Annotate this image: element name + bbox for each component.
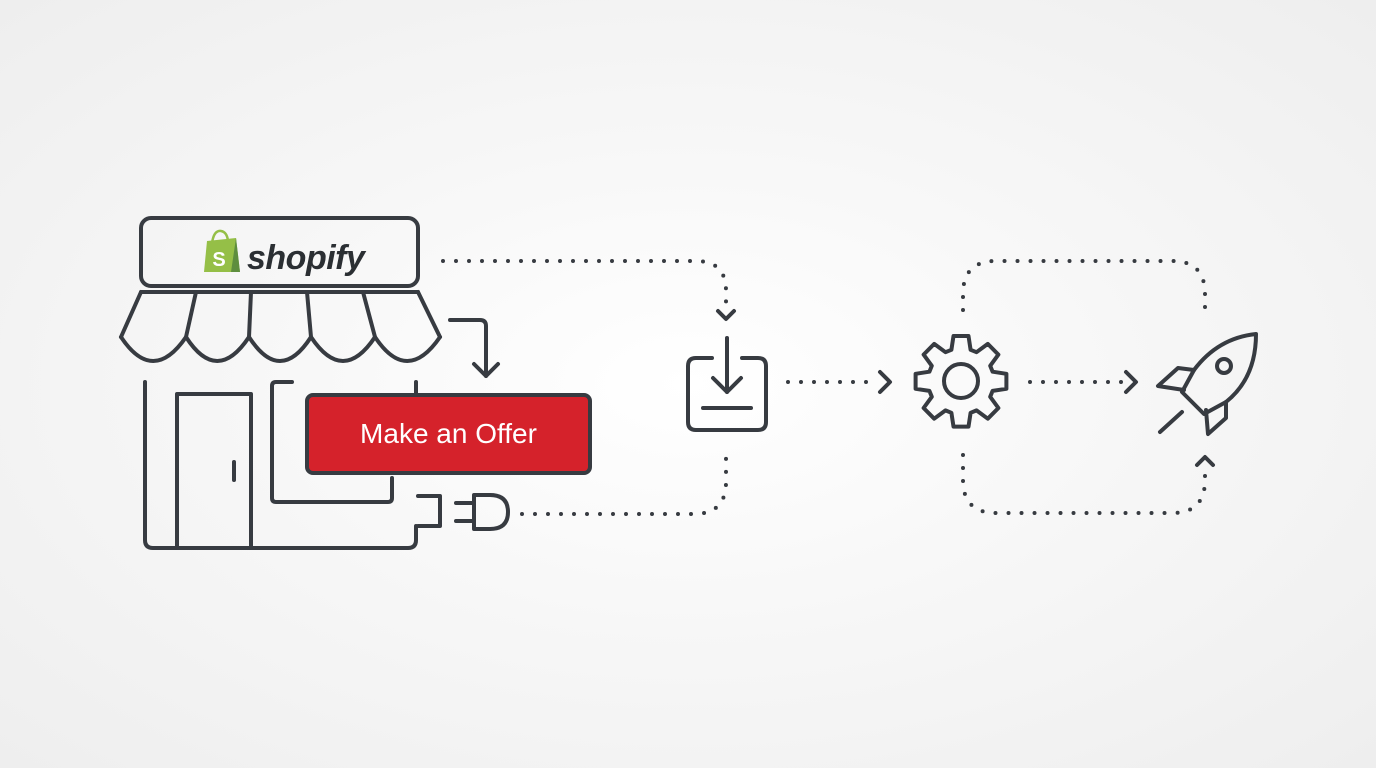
awning-scallops — [119, 335, 442, 363]
shopify-bag-icon: S — [204, 229, 240, 272]
store-window — [270, 380, 394, 504]
storefront-icon — [119, 216, 442, 550]
rocket-icon — [1156, 332, 1258, 436]
store-walls — [143, 380, 418, 550]
gear-icon — [913, 334, 1009, 429]
arrow-to-offer — [448, 318, 500, 378]
loop-bottom — [961, 453, 1207, 515]
connector-arrowhead — [716, 309, 736, 321]
connector-sign-to-download — [441, 259, 728, 307]
store-door — [175, 392, 253, 550]
svg-text:S: S — [212, 249, 225, 271]
loop-top — [961, 259, 1207, 312]
shopify-wordmark: shopify — [247, 239, 365, 277]
store-sign — [139, 216, 420, 288]
download-tray-icon — [686, 336, 768, 432]
plug-icon — [416, 493, 510, 531]
make-an-offer-button[interactable]: Make an Offer — [305, 393, 592, 475]
